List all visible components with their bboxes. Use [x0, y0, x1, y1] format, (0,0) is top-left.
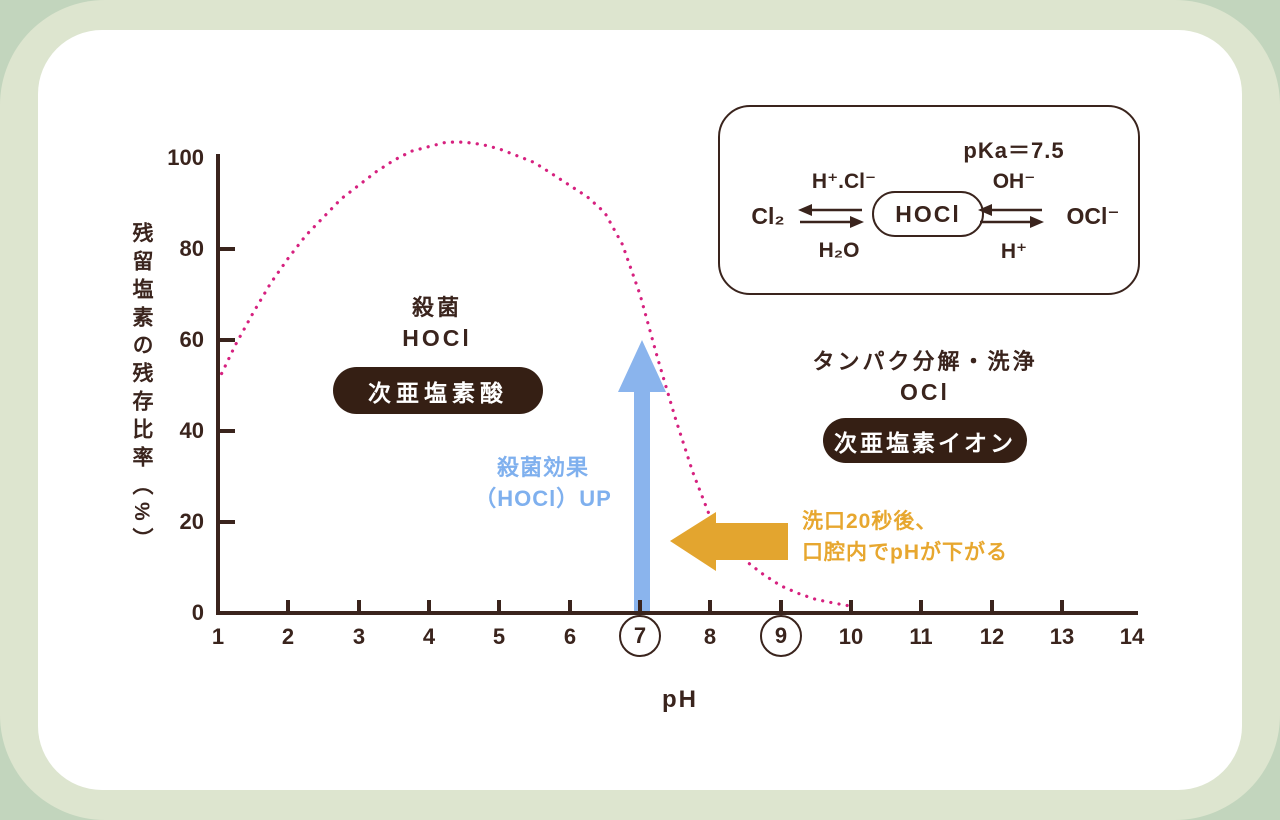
ocl-formula: OCl⁻ [1066, 203, 1120, 229]
equilibrium-arrows-left-icon [798, 204, 864, 228]
y-tick-60: 60 [179, 327, 204, 352]
x-tick-3: 3 [352, 624, 366, 649]
y-axis-title: 残留塩素の残存比率（%） [130, 222, 153, 556]
y-tick-100: 100 [167, 145, 204, 170]
blue-arrow-label-line2: （HOCl）UP [474, 486, 612, 511]
y-tick-0: 0 [191, 600, 204, 625]
cl2-formula: Cl₂ [751, 203, 785, 229]
hypochlorous-acid-badge: 次亜塩素酸 [333, 367, 543, 414]
diagram-card: 残留塩素の残存比率（%） 0 20 40 60 80 100 1 2 3 4 5… [38, 30, 1242, 790]
x-tick-5: 5 [492, 624, 506, 649]
x-tick-13: 13 [1049, 624, 1075, 649]
pka-value: pKa＝7.5 [963, 138, 1065, 163]
h2o-formula: H₂O [818, 239, 860, 262]
axes [216, 154, 1138, 615]
x-tick-1: 1 [211, 624, 225, 649]
yellow-arrow-label-line1: 洗口20秒後、 [802, 510, 938, 533]
right-annotation-line1: タンパク分解・洗浄 [812, 349, 1038, 374]
left-annotation-line2: HOCl [402, 325, 472, 351]
equilibrium-arrows-right-icon [978, 204, 1044, 228]
x-tick-2: 2 [281, 624, 295, 649]
x-axis-title: pH [662, 686, 698, 713]
x-tick-8: 8 [703, 624, 717, 649]
blue-arrow-label-line1: 殺菌効果 [496, 455, 589, 480]
yellow-arrow-label: 洗口20秒後、 口腔内でpHが下がる [802, 506, 1082, 568]
hypochlorite-ion-badge: 次亜塩素イオン [823, 418, 1027, 463]
yellow-left-arrow [670, 512, 788, 571]
x-tick-4: 4 [422, 624, 436, 649]
x-tick-11: 11 [909, 624, 933, 649]
y-tick-20: 20 [179, 509, 204, 534]
y-tick-80: 80 [179, 236, 204, 261]
x-tick-14: 14 [1119, 624, 1145, 649]
y-tick-marks [218, 247, 235, 524]
x-tick-12: 12 [979, 624, 1005, 649]
right-annotation-line2: OCl [900, 379, 950, 405]
h-plus-formula: H⁺ [1000, 240, 1028, 263]
x-tick-marks [286, 600, 1064, 613]
blue-arrow-label: 殺菌効果 （HOCl）UP [433, 452, 653, 514]
x-tick-7-circled: 7 [619, 615, 661, 657]
x-tick-9-circled: 9 [760, 615, 802, 657]
oh-formula: OH⁻ [992, 170, 1036, 193]
right-annotation-group: タンパク分解・洗浄 OCl [795, 346, 1055, 408]
chemistry-equilibrium-box: pKa＝7.5 Cl₂ H⁺.Cl⁻ H₂O HOCl OH⁻ H⁺ OCl⁻ [718, 105, 1140, 295]
x-tick-10: 10 [838, 624, 864, 649]
hocl-oval: HOCl [872, 191, 984, 237]
blue-up-arrow [618, 340, 666, 613]
left-annotation-line1: 殺菌 [411, 295, 462, 320]
y-tick-40: 40 [179, 418, 204, 443]
yellow-arrow-label-line2: 口腔内でpHが下がる [802, 541, 1008, 564]
chart-canvas [216, 140, 1138, 615]
x-tick-6: 6 [563, 624, 577, 649]
left-annotation-group: 殺菌 HOCl [337, 292, 537, 354]
h-cl-formula: H⁺.Cl⁻ [811, 170, 877, 193]
